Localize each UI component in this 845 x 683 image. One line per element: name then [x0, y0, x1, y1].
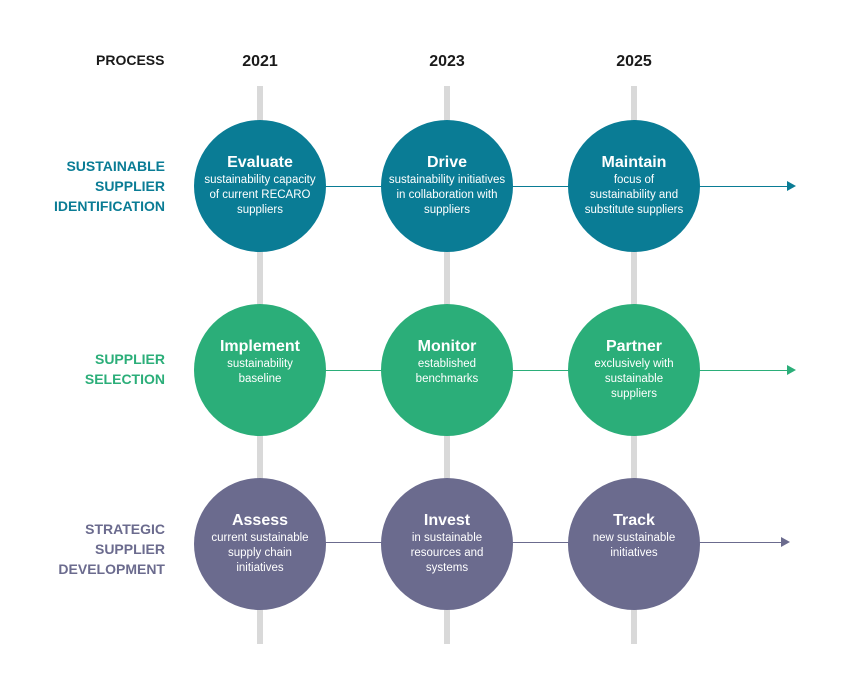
- step-monitor: Monitor established benchmarks: [381, 304, 513, 436]
- step-title: Drive: [426, 154, 468, 171]
- step-partner: Partner exclusively with sustainable sup…: [568, 304, 700, 436]
- step-evaluate: Evaluate sustainability capacity of curr…: [194, 120, 326, 252]
- step-track: Track new sustainable initiatives: [568, 478, 700, 610]
- step-description: new sustainable initiatives: [592, 532, 676, 559]
- row-label-identification: SUSTAINABLE SUPPLIER IDENTIFICATION: [54, 158, 165, 214]
- row-label-selection: SUPPLIER SELECTION: [84, 351, 165, 387]
- step-title: Invest: [423, 512, 471, 529]
- arrow-development-icon: [781, 537, 790, 547]
- step-title: Assess: [231, 512, 289, 529]
- row-connector-development: [260, 542, 781, 543]
- step-title: Evaluate: [227, 154, 293, 171]
- step-description: established benchmarks: [415, 358, 479, 385]
- process-header: PROCESS: [96, 52, 165, 68]
- row-label-development: STRATEGIC SUPPLIER DEVELOPMENT: [58, 521, 165, 577]
- step-title: Partner: [605, 338, 663, 355]
- step-description: exclusively with sustainable suppliers: [594, 358, 674, 400]
- step-maintain: Maintain focus of sustainability and sub…: [568, 120, 700, 252]
- row-connector-selection: [260, 370, 787, 371]
- step-assess: Assess current sustainable supply chain …: [194, 478, 326, 610]
- row-connector-identification: [260, 186, 787, 187]
- step-description: sustainability capacity of current RECAR…: [204, 174, 316, 216]
- step-description: sustainability initiatives in collaborat…: [388, 174, 506, 216]
- step-drive: Drive sustainability initiatives in coll…: [381, 120, 513, 252]
- step-title: Track: [613, 512, 655, 529]
- step-description: current sustainable supply chain initiat…: [211, 532, 309, 574]
- year-2021-header: 2021: [242, 53, 278, 70]
- step-title: Monitor: [417, 338, 477, 355]
- arrow-selection-icon: [787, 365, 796, 375]
- year-2023-header: 2023: [429, 53, 465, 70]
- year-2025-header: 2025: [616, 53, 652, 70]
- step-description: in sustainable resources and systems: [410, 532, 484, 574]
- arrow-identification-icon: [787, 181, 796, 191]
- step-implement: Implement sustainability baseline: [194, 304, 326, 436]
- step-title: Maintain: [601, 154, 667, 171]
- step-description: focus of sustainability and substitute s…: [584, 174, 684, 216]
- step-description: sustainability baseline: [227, 358, 293, 385]
- step-title: Implement: [219, 338, 300, 355]
- step-invest: Invest in sustainable resources and syst…: [381, 478, 513, 610]
